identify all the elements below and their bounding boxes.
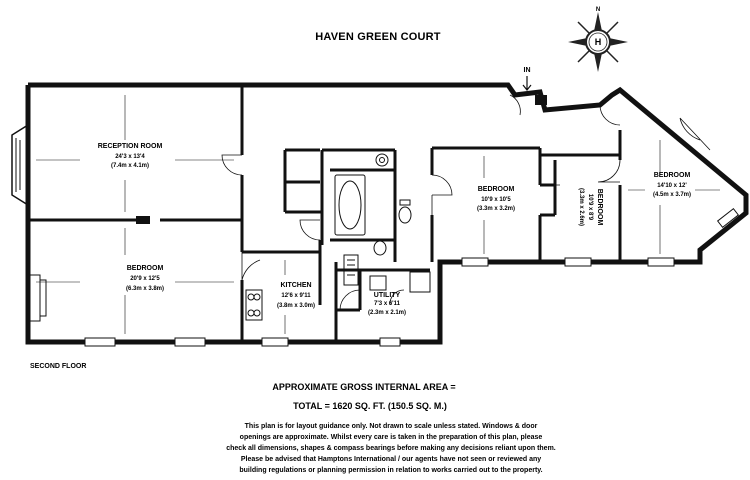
- svg-text:(3.8m x 3.0m): (3.8m x 3.0m): [277, 303, 315, 309]
- area-heading: APPROXIMATE GROSS INTERNAL AREA =: [272, 382, 455, 392]
- svg-text:RECEPTION ROOM: RECEPTION ROOM: [98, 143, 163, 150]
- svg-text:(4.5m x 3.7m): (4.5m x 3.7m): [653, 192, 691, 198]
- bay-window: [11, 123, 47, 322]
- room-label-reception: RECEPTION ROOM 24'3 x 13'4 (7.4m x 4.1m): [98, 143, 163, 169]
- interior-walls: [28, 85, 622, 342]
- doors: [221, 94, 711, 311]
- entrance-arrow-icon: [522, 76, 532, 91]
- dimension-arrows: [36, 95, 720, 334]
- compass-letter: H: [595, 37, 602, 47]
- svg-text:BEDROOM: BEDROOM: [478, 186, 515, 193]
- windows: [84, 207, 740, 347]
- room-label-bedroom-3: BEDROOM 10'9 x 8'9 (3.3m x 2.6m): [578, 188, 603, 226]
- svg-text:BEDROOM: BEDROOM: [596, 189, 603, 226]
- compass-north-label: N: [596, 7, 600, 13]
- svg-text:KITCHEN: KITCHEN: [280, 282, 311, 289]
- svg-text:10'9 x 10'5: 10'9 x 10'5: [481, 197, 511, 203]
- bathroom-fixtures: [334, 153, 412, 256]
- svg-text:Please be advised that Hampton: Please be advised that Hamptons Internat…: [241, 456, 541, 463]
- svg-text:This plan is for layout guidan: This plan is for layout guidance only. N…: [245, 423, 538, 430]
- area-total: TOTAL = 1620 SQ. FT. (150.5 SQ. M.): [293, 401, 447, 411]
- room-label-bedroom-1: BEDROOM 20'9 x 12'5 (6.3m x 3.8m): [126, 265, 164, 292]
- svg-text:check all dimensions, shapes &: check all dimensions, shapes & compass b…: [226, 445, 556, 452]
- compass-icon: H N: [568, 7, 628, 72]
- svg-text:20'9 x 12'5: 20'9 x 12'5: [130, 276, 160, 282]
- svg-text:BEDROOM: BEDROOM: [654, 172, 691, 179]
- svg-text:(6.3m x 3.8m): (6.3m x 3.8m): [126, 286, 164, 292]
- svg-text:building regulations or planni: building regulations or planning permiss…: [239, 467, 542, 474]
- svg-text:BEDROOM: BEDROOM: [127, 265, 164, 272]
- room-label-bedroom-2: BEDROOM 10'9 x 10'5 (3.3m x 3.2m): [477, 186, 515, 212]
- entrance-label: IN: [524, 67, 531, 74]
- svg-text:UTILITY: UTILITY: [374, 292, 401, 299]
- room-label-bedroom-4: BEDROOM 14'10 x 12' (4.5m x 3.7m): [653, 172, 691, 198]
- svg-text:10'9 x 8'9: 10'9 x 8'9: [587, 194, 593, 221]
- svg-text:(2.3m x 2.1m): (2.3m x 2.1m): [368, 310, 406, 316]
- disclaimer: This plan is for layout guidance only. N…: [226, 423, 556, 474]
- svg-text:(3.3m x 3.2m): (3.3m x 3.2m): [477, 206, 515, 212]
- svg-text:12'6 x 9'11: 12'6 x 9'11: [281, 293, 311, 299]
- outer-walls: [25, 82, 749, 345]
- svg-text:(3.3m x 2.6m): (3.3m x 2.6m): [578, 188, 584, 226]
- room-label-kitchen: KITCHEN 12'6 x 9'11 (3.8m x 3.0m): [277, 282, 315, 309]
- floor-label: SECOND FLOOR: [30, 363, 86, 370]
- room-label-utility: UTILITY 7'3 x 6'11 (2.3m x 2.1m): [368, 292, 406, 316]
- kitchen-fixtures: [245, 254, 431, 321]
- svg-text:14'10 x 12': 14'10 x 12': [657, 183, 687, 189]
- svg-text:openings are approximate. Whil: openings are approximate. Whilst every c…: [240, 434, 543, 441]
- plan-title: HAVEN GREEN COURT: [315, 31, 441, 43]
- svg-text:24'3 x 13'4: 24'3 x 13'4: [115, 154, 145, 160]
- svg-text:(7.4m x 4.1m): (7.4m x 4.1m): [111, 163, 149, 169]
- svg-text:7'3 x 6'11: 7'3 x 6'11: [374, 301, 401, 307]
